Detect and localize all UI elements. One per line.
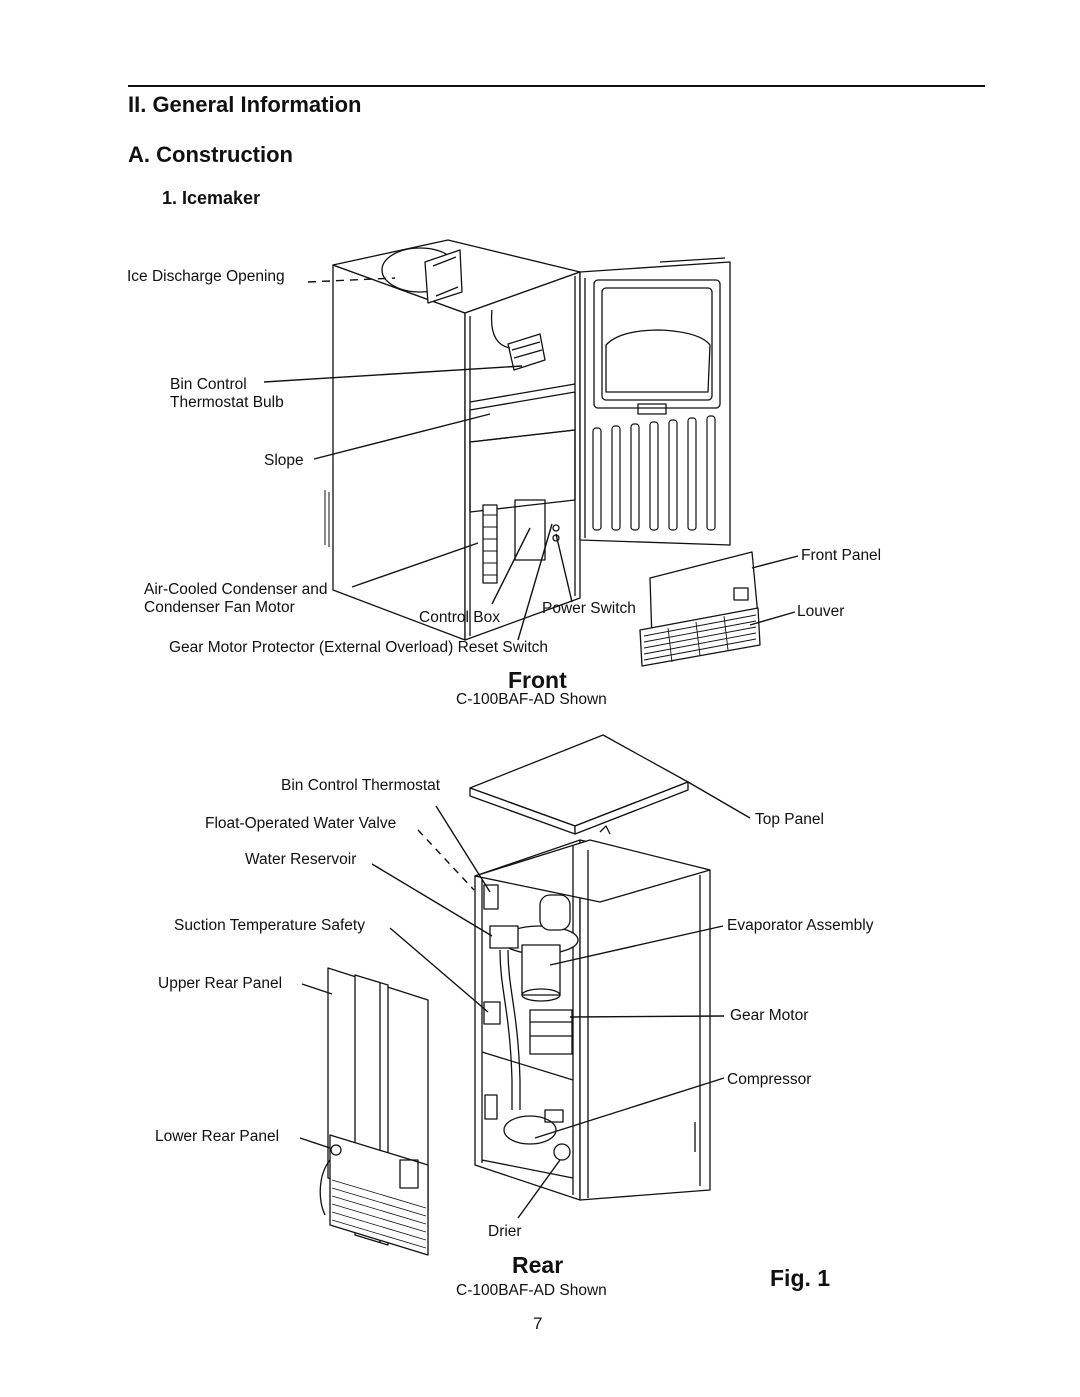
- label-front-panel: Front Panel: [801, 547, 882, 564]
- label-power-switch: Power Switch: [542, 600, 636, 617]
- section-title: II. General Information: [128, 92, 362, 117]
- label-upper-rear-panel: Upper Rear Panel: [158, 975, 283, 992]
- top-panel-drawing: [469, 734, 689, 835]
- label-bin-control-thermostat: Bin Control Thermostat: [281, 777, 441, 794]
- front-model-note: C-100BAF-AD Shown: [456, 691, 607, 708]
- label-evaporator-assembly: Evaporator Assembly: [727, 917, 874, 934]
- label-float-operated-water-valve: Float-Operated Water Valve: [205, 815, 397, 832]
- label-bin-control: Bin Control: [170, 376, 247, 393]
- front-leader-lines: [263, 277, 799, 641]
- label-gear-motor-protector: Gear Motor Protector (External Overload)…: [169, 639, 549, 656]
- front-panel-drawing: [639, 551, 761, 667]
- label-suction-temperature-safety: Suction Temperature Safety: [174, 917, 365, 934]
- front-door-drawing: [579, 257, 731, 546]
- label-lower-rear-panel: Lower Rear Panel: [155, 1128, 280, 1145]
- label-condenser-fan-motor: Condenser Fan Motor: [144, 599, 295, 616]
- label-water-reservoir: Water Reservoir: [245, 851, 357, 868]
- figure-label: Fig. 1: [770, 1265, 831, 1291]
- rear-cabinet-drawing: [474, 839, 711, 1201]
- subsection-title: A. Construction: [128, 142, 293, 167]
- page-number: 7: [533, 1314, 543, 1333]
- rear-panel-drawing: [319, 967, 429, 1256]
- label-air-cooled-condenser: Air-Cooled Condenser and: [144, 581, 328, 598]
- label-drier: Drier: [488, 1223, 522, 1240]
- label-compressor: Compressor: [727, 1071, 812, 1088]
- rear-model-note: C-100BAF-AD Shown: [456, 1282, 607, 1299]
- label-ice-discharge-opening: Ice Discharge Opening: [127, 268, 285, 285]
- label-gear-motor: Gear Motor: [730, 1007, 809, 1024]
- label-control-box: Control Box: [419, 609, 500, 626]
- front-cabinet-drawing: [324, 239, 581, 641]
- rear-view-title: Rear: [512, 1252, 564, 1278]
- label-louver: Louver: [797, 603, 845, 620]
- rear-leader-lines: [299, 781, 751, 1219]
- label-slope: Slope: [264, 452, 304, 469]
- label-thermostat-bulb: Thermostat Bulb: [170, 394, 284, 411]
- label-top-panel: Top Panel: [755, 811, 824, 828]
- item-title: 1. Icemaker: [162, 188, 261, 208]
- header-rule: [128, 85, 985, 87]
- front-view-title: Front: [508, 667, 567, 693]
